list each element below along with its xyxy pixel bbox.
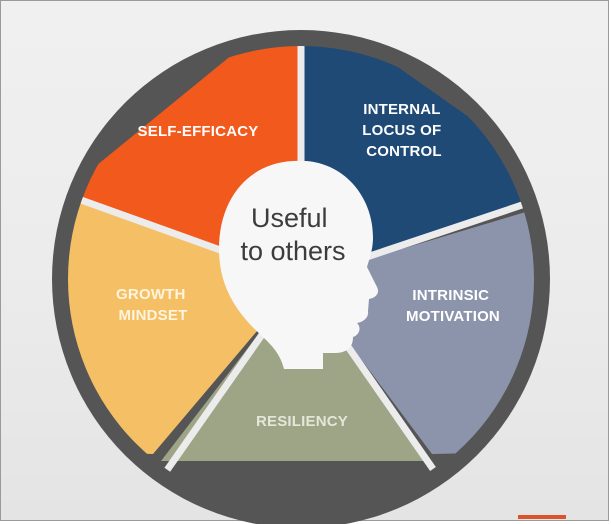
label-intrinsic-line-1: INTRINSIC (412, 287, 489, 304)
label-self-efficacy: SELF-EFFICACY (138, 123, 259, 140)
label-intrinsic-line-2: MOTIVATION (406, 308, 500, 325)
label-self-efficacy-line-1: SELF-EFFICACY (138, 123, 259, 140)
label-resiliency-line-1: RESILIENCY (256, 413, 348, 430)
corner-accent-bar (518, 515, 566, 519)
label-internal-line-3: CONTROL (366, 143, 442, 160)
label-growth-line-2: MINDSET (119, 307, 188, 324)
label-growth-mindset: GROWTH MINDSET (116, 286, 190, 324)
label-internal-line-1: INTERNAL (363, 101, 440, 118)
label-resiliency: RESILIENCY (256, 413, 348, 430)
label-growth-line-1: GROWTH (116, 286, 186, 303)
segment-resiliency (161, 279, 424, 461)
head-silhouette (219, 160, 379, 369)
center-label-line-1: Useful (251, 203, 328, 233)
center-label-line-2: to others (240, 236, 345, 266)
label-internal-line-2: LOCUS OF (362, 122, 441, 139)
label-intrinsic-motivation: INTRINSIC MOTIVATION (406, 287, 500, 325)
label-internal-locus-of-control: INTERNAL LOCUS OF CONTROL (362, 101, 445, 160)
center-label: Useful to others (240, 203, 345, 266)
